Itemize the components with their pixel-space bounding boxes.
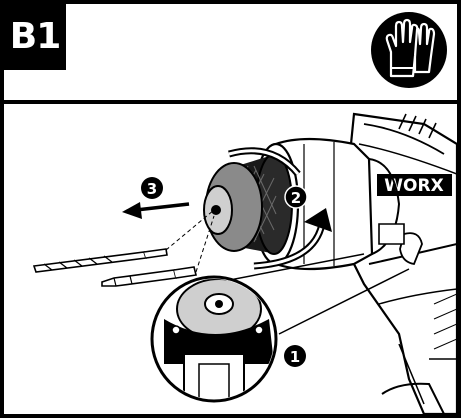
drill-illustration: WORX 2	[32, 112, 457, 414]
rotate-arrow-icon	[228, 147, 332, 270]
drill-bit-icon	[32, 248, 168, 273]
svg-text:2: 2	[291, 189, 301, 207]
screwdriver-bit-icon	[101, 266, 197, 287]
callout-2: 2	[284, 185, 308, 209]
panel-header: B1	[4, 4, 457, 104]
brand-logo: WORX	[384, 176, 443, 196]
pull-arrow-icon	[122, 202, 190, 219]
svg-text:3: 3	[147, 180, 157, 198]
detail-magnifier	[150, 275, 278, 403]
leader-lines	[165, 209, 215, 273]
svg-text:1: 1	[290, 348, 300, 366]
lock-icon	[256, 337, 270, 360]
keyless-chuck	[203, 153, 293, 255]
step-label: B1	[4, 4, 66, 70]
callout-1: 1	[284, 345, 306, 367]
callout-3: 3	[141, 177, 163, 199]
zoom-lines	[208, 253, 410, 335]
gloves-icon	[371, 12, 447, 88]
